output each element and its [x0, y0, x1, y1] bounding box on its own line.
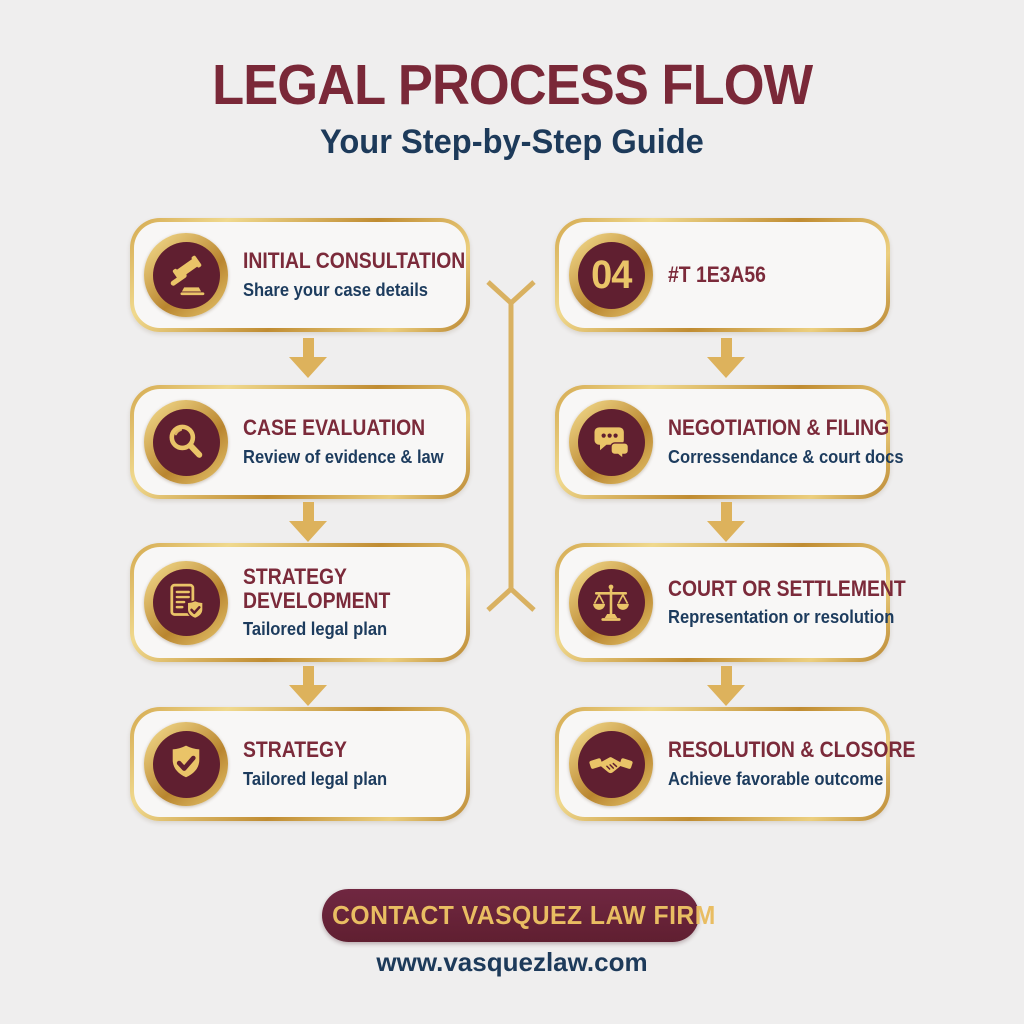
website-link[interactable]: www.vasquezlaw.com — [376, 947, 648, 977]
step-subtitle: Achieve favorable outcome — [668, 768, 884, 789]
shield-check-icon — [172, 745, 200, 778]
step-card-resolution-closure: RESOLUTION & CLOSORE Achieve favorable o… — [555, 707, 915, 821]
down-arrow-icon — [288, 338, 328, 378]
contact-button[interactable]: CONTACT VASQUEZ LAW FIRM — [322, 889, 715, 942]
number-badge: 04 — [569, 233, 653, 317]
step-title: NEGOTIATION & FILING — [668, 415, 890, 441]
step-icon-badge — [569, 560, 653, 645]
down-arrow-icon — [706, 502, 746, 542]
step-title: CASE EVALUATION — [243, 415, 426, 441]
gavel-icon — [170, 255, 205, 296]
step-subtitle: Review of evidence & law — [243, 446, 444, 467]
step-card-number-04: 04 #T 1E3A56 — [555, 218, 890, 332]
step-icon-badge — [144, 722, 228, 806]
page-title: LEGAL PROCESS FLOW — [211, 53, 813, 117]
step-card-initial-consultation: INITIAL CONSULTATION Share your case det… — [130, 218, 470, 332]
step-icon-badge — [144, 560, 228, 645]
step-number: 04 — [590, 252, 632, 297]
down-arrow-icon — [288, 666, 328, 706]
down-arrow-icon — [288, 502, 328, 542]
step-icon-badge — [569, 722, 653, 806]
step-card-strategy-development: STRATEGY DEVELOPMENT Tailored legal plan — [130, 543, 470, 662]
step-title: #T 1E3A56 — [668, 262, 766, 288]
step-card-strategy: STRATEGY Tailored legal plan — [130, 707, 470, 821]
step-title: STRATEGY — [243, 737, 347, 763]
step-subtitle: Representation or resolution — [668, 607, 895, 628]
step-card-case-evaluation: CASE EVALUATION Review of evidence & law — [130, 385, 470, 499]
step-icon-badge — [144, 400, 228, 484]
step-title: STRATEGY DEVELOPMENT — [243, 564, 391, 613]
down-arrow-icon — [706, 338, 746, 378]
magnifier-icon — [169, 424, 203, 458]
step-subtitle: Share your case details — [243, 279, 429, 300]
step-icon-badge — [569, 400, 653, 484]
chat-bubbles-icon — [594, 427, 630, 460]
step-title: INITIAL CONSULTATION — [243, 248, 466, 274]
page-subtitle: Your Step-by-Step Guide — [320, 123, 704, 161]
down-arrow-icon — [706, 666, 746, 706]
document-shield-icon — [170, 583, 204, 619]
step-card-court-or-settlement: COURT OR SETTLEMENT Representation or re… — [555, 543, 906, 662]
step-subtitle: Tailored legal plan — [243, 768, 388, 789]
step-title: RESOLUTION & CLOSORE — [668, 737, 916, 763]
step-subtitle: Corressendance & court docs — [668, 446, 904, 467]
step-card-negotiation-filing: NEGOTIATION & FILING Corressendance & co… — [555, 385, 904, 499]
scales-icon — [593, 584, 629, 621]
step-title: COURT OR SETTLEMENT — [668, 575, 906, 601]
column-connector-line — [486, 280, 536, 612]
handshake-icon — [589, 757, 633, 774]
step-subtitle: Tailored legal plan — [243, 618, 388, 639]
step-icon-badge — [144, 233, 228, 317]
